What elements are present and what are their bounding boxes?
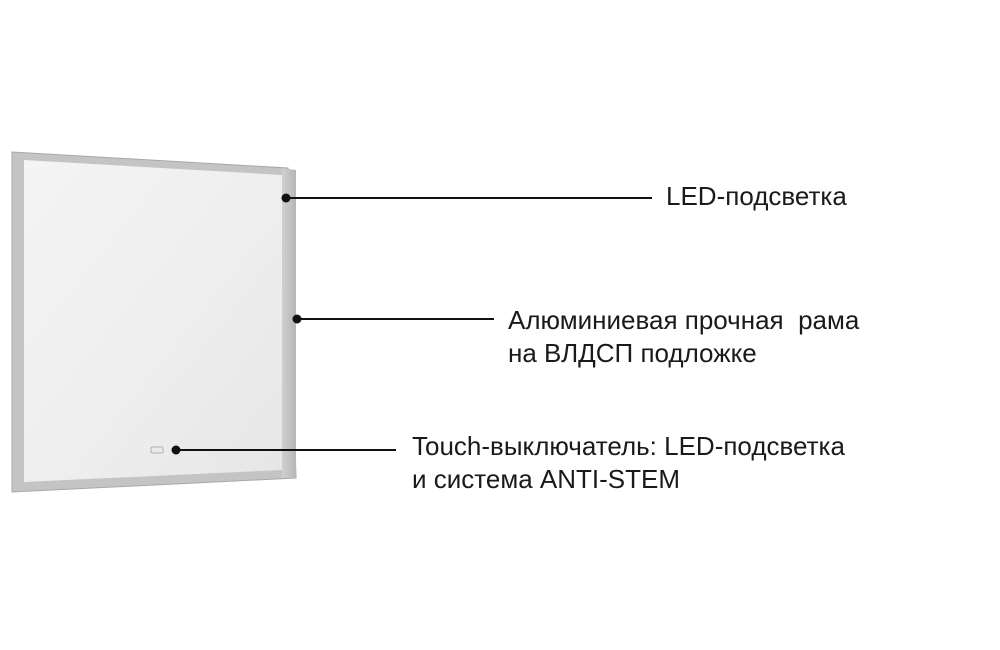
- callout-frame-label: Алюминиевая прочная рама на ВЛДСП подлож…: [508, 304, 859, 370]
- mirror-frame-right-edge: [282, 168, 296, 478]
- callout-touch-leader: [171, 445, 396, 455]
- callout-led-dot: [281, 193, 291, 203]
- mirror-surface: [24, 160, 282, 482]
- callout-frame-text-line2: на ВЛДСП подложке: [508, 338, 757, 368]
- callout-led-text: LED-подсветка: [666, 181, 847, 211]
- callout-touch-text-line1: Touch-выключатель: LED-подсветка: [412, 431, 845, 461]
- callout-frame-text-line1: Алюминиевая прочная рама: [508, 305, 860, 335]
- callout-frame-leader: [292, 314, 494, 324]
- callout-led-label: LED-подсветка: [666, 180, 847, 213]
- callout-touch-label: Touch-выключатель: LED-подсветка и систе…: [412, 430, 845, 496]
- callout-touch-text-line2: и система ANTI-STEM: [412, 464, 681, 494]
- callout-touch-dot: [171, 445, 181, 455]
- touch-switch-icon: [150, 446, 164, 454]
- callout-led-leader: [281, 193, 652, 203]
- callout-frame-dot: [292, 314, 302, 324]
